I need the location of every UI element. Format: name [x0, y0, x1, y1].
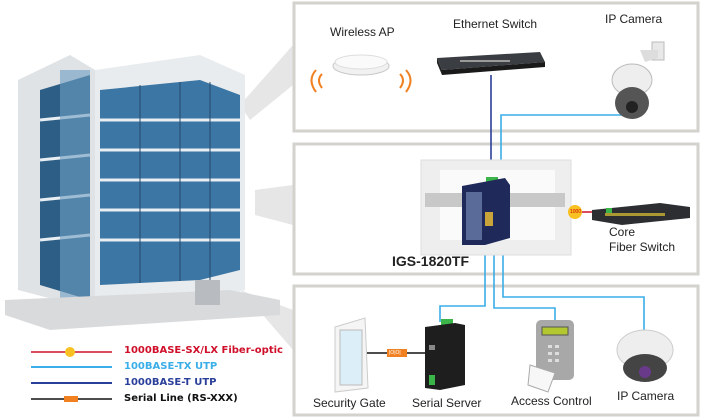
label-ethernet-switch: Ethernet Switch — [453, 17, 538, 31]
line-utp-access-control — [493, 240, 556, 320]
label-security-gate: Security Gate — [313, 396, 386, 410]
label-wireless-ap: Wireless AP — [330, 25, 395, 39]
legend-label-100base-tx: 100BASE-TX UTP — [124, 361, 218, 372]
label-ip-camera-top: IP Camera — [605, 12, 663, 26]
label-access-control: Access Control — [511, 394, 592, 408]
fiber-badge-text: 1000 — [570, 209, 582, 215]
serial-badge-text: |O|O| — [389, 350, 401, 356]
label-core-line2: Fiber Switch — [609, 240, 676, 254]
legend-serial-badge-icon — [64, 396, 78, 402]
line-utp-serial-server — [439, 240, 486, 322]
ptz-camera-image — [611, 41, 665, 119]
callout-top — [240, 45, 293, 120]
wireless-ap-image — [310, 54, 412, 93]
access-control-image — [527, 320, 574, 393]
label-serial-server: Serial Server — [412, 396, 482, 410]
label-igs-1820tf: IGS-1820TF — [392, 253, 470, 269]
legend-swatches — [31, 347, 112, 402]
legend-fiber-badge-icon — [65, 347, 75, 357]
dome-camera-image — [616, 329, 674, 382]
serial-badge-icon — [387, 349, 407, 357]
building-image — [5, 55, 280, 330]
callout-middle — [255, 185, 293, 225]
serial-server-image — [425, 319, 465, 390]
line-utp-bottom-camera — [502, 240, 645, 330]
ethernet-switch-image — [437, 52, 545, 75]
fiber-badge-icon — [568, 205, 582, 219]
security-gate-image — [334, 317, 369, 393]
legend-label-1000base-t: 1000BASE-T UTP — [124, 377, 217, 388]
legend-label-serial: Serial Line (RS-XXX) — [124, 393, 238, 404]
label-core-line1: Core — [609, 225, 636, 239]
igs-1820tf-switch-image — [462, 177, 510, 245]
label-ip-camera-bottom: IP Camera — [617, 389, 675, 403]
core-fiber-switch-image — [592, 203, 690, 225]
legend-label-fiber: 1000BASE-SX/LX Fiber-optic — [124, 345, 283, 356]
